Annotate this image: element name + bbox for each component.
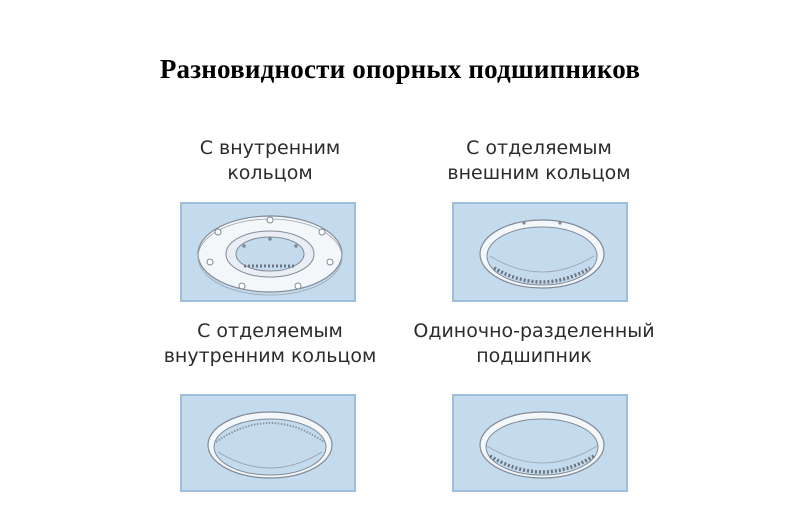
bearing-type-3-line1: С отделяемым <box>197 320 343 342</box>
bearing-type-label-3: С отделяемым внутренним кольцом <box>150 319 390 369</box>
bearing-type-2-line1: С отделяемым <box>466 137 612 159</box>
bearing-type-1-line1: С внутренним <box>199 137 341 159</box>
bearing-single-split-icon <box>479 411 605 479</box>
bearing-type-label-4: Одиночно-разделенный подшипник <box>394 319 674 369</box>
bearing-separable-outer-ring-icon <box>479 219 605 289</box>
bearing-image-4 <box>452 394 628 492</box>
bearing-image-2 <box>452 202 628 302</box>
bearing-type-label-1: С внутренним кольцом <box>170 136 370 186</box>
bearing-separable-inner-ring-icon <box>207 411 333 479</box>
bearing-type-4-line1: Одиночно-разделенный <box>413 320 655 342</box>
bearing-inner-ring-flanged-icon <box>197 215 343 296</box>
bearing-type-2-line2: внешним кольцом <box>447 162 631 184</box>
bearing-types-panel: С внутренним кольцом С отделяемым внешни… <box>132 112 670 530</box>
bearing-image-3 <box>180 394 356 492</box>
page-title: Разновидности опорных подшипников <box>159 54 641 84</box>
bearing-image-1 <box>180 202 356 302</box>
bearing-type-1-line2: кольцом <box>227 162 313 184</box>
bearing-type-4-line2: подшипник <box>476 345 592 367</box>
bearing-type-label-2: С отделяемым внешним кольцом <box>424 136 654 186</box>
bearing-type-3-line2: внутренним кольцом <box>163 345 377 367</box>
